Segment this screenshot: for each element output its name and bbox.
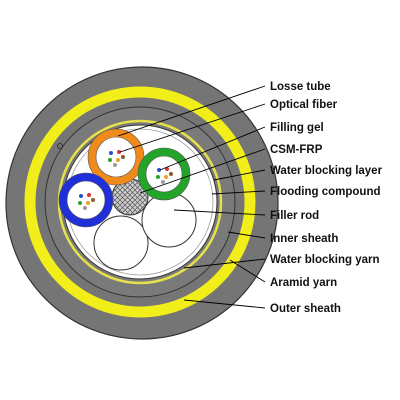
optical-fiber-dot <box>79 194 83 198</box>
optical-fiber-dot <box>78 201 82 205</box>
leader-water-blocking-yarn <box>183 258 266 269</box>
optical-fiber-dot <box>108 158 112 162</box>
leader-outer-sheath <box>183 299 266 309</box>
optical-fiber-dot <box>169 172 173 176</box>
label-outer-sheath: Outer sheath <box>270 303 341 315</box>
loose-tube-blue <box>58 172 114 228</box>
loose-tube-green <box>137 147 191 201</box>
filler-rod <box>141 192 197 248</box>
label-loose-tube: Losse tube <box>270 81 331 93</box>
label-flooding-compound: Flooding compound <box>270 186 381 198</box>
optical-fiber-dot <box>87 193 91 197</box>
optical-fiber-dot <box>157 168 161 172</box>
label-csm-frp: CSM-FRP <box>270 144 323 156</box>
label-filling-gel: Filling gel <box>270 122 324 134</box>
optical-fiber-dot <box>164 175 168 179</box>
sheath-marker <box>57 143 63 149</box>
optical-fiber-dot <box>161 180 165 184</box>
leader-flooding-compound <box>211 190 266 195</box>
label-water-blocking-yarn: Water blocking yarn <box>270 254 380 266</box>
leader-lines <box>117 85 266 309</box>
label-inner-sheath: Inner sheath <box>270 233 338 245</box>
optical-fiber-dot <box>113 163 117 167</box>
optical-fiber-dot <box>83 206 87 210</box>
leader-water-blocking-layer <box>213 169 266 181</box>
label-aramid-yarn: Aramid yarn <box>270 277 337 289</box>
label-filler-rod: Filler rod <box>270 210 319 222</box>
leader-filler-rod <box>173 209 266 216</box>
leader-filling-gel <box>159 126 266 171</box>
optical-fiber-dot <box>117 150 121 154</box>
optical-fiber-dot <box>116 158 120 162</box>
optical-fiber-dot <box>121 155 125 159</box>
leader-optical-fiber <box>119 103 266 153</box>
optical-fiber-dot <box>156 175 160 179</box>
optical-fiber-dot <box>86 201 90 205</box>
filler-rod <box>93 215 149 271</box>
leader-loose-tube <box>117 85 266 137</box>
leader-csm-frp <box>139 148 266 194</box>
loose-tube-orange <box>87 128 145 186</box>
labels: Losse tube Optical fiber Filling gel CSM… <box>270 81 383 315</box>
optical-fiber-dot <box>91 198 95 202</box>
leader-inner-sheath <box>227 231 266 239</box>
leader-aramid-yarn <box>229 259 266 283</box>
optical-fiber-dot <box>109 151 113 155</box>
optical-fibers <box>78 150 173 210</box>
label-water-blocking-layer: Water blocking layer <box>270 165 383 177</box>
label-optical-fiber: Optical fiber <box>270 99 338 111</box>
cable-body <box>5 66 279 340</box>
aramid-yarn-ring <box>24 86 256 318</box>
